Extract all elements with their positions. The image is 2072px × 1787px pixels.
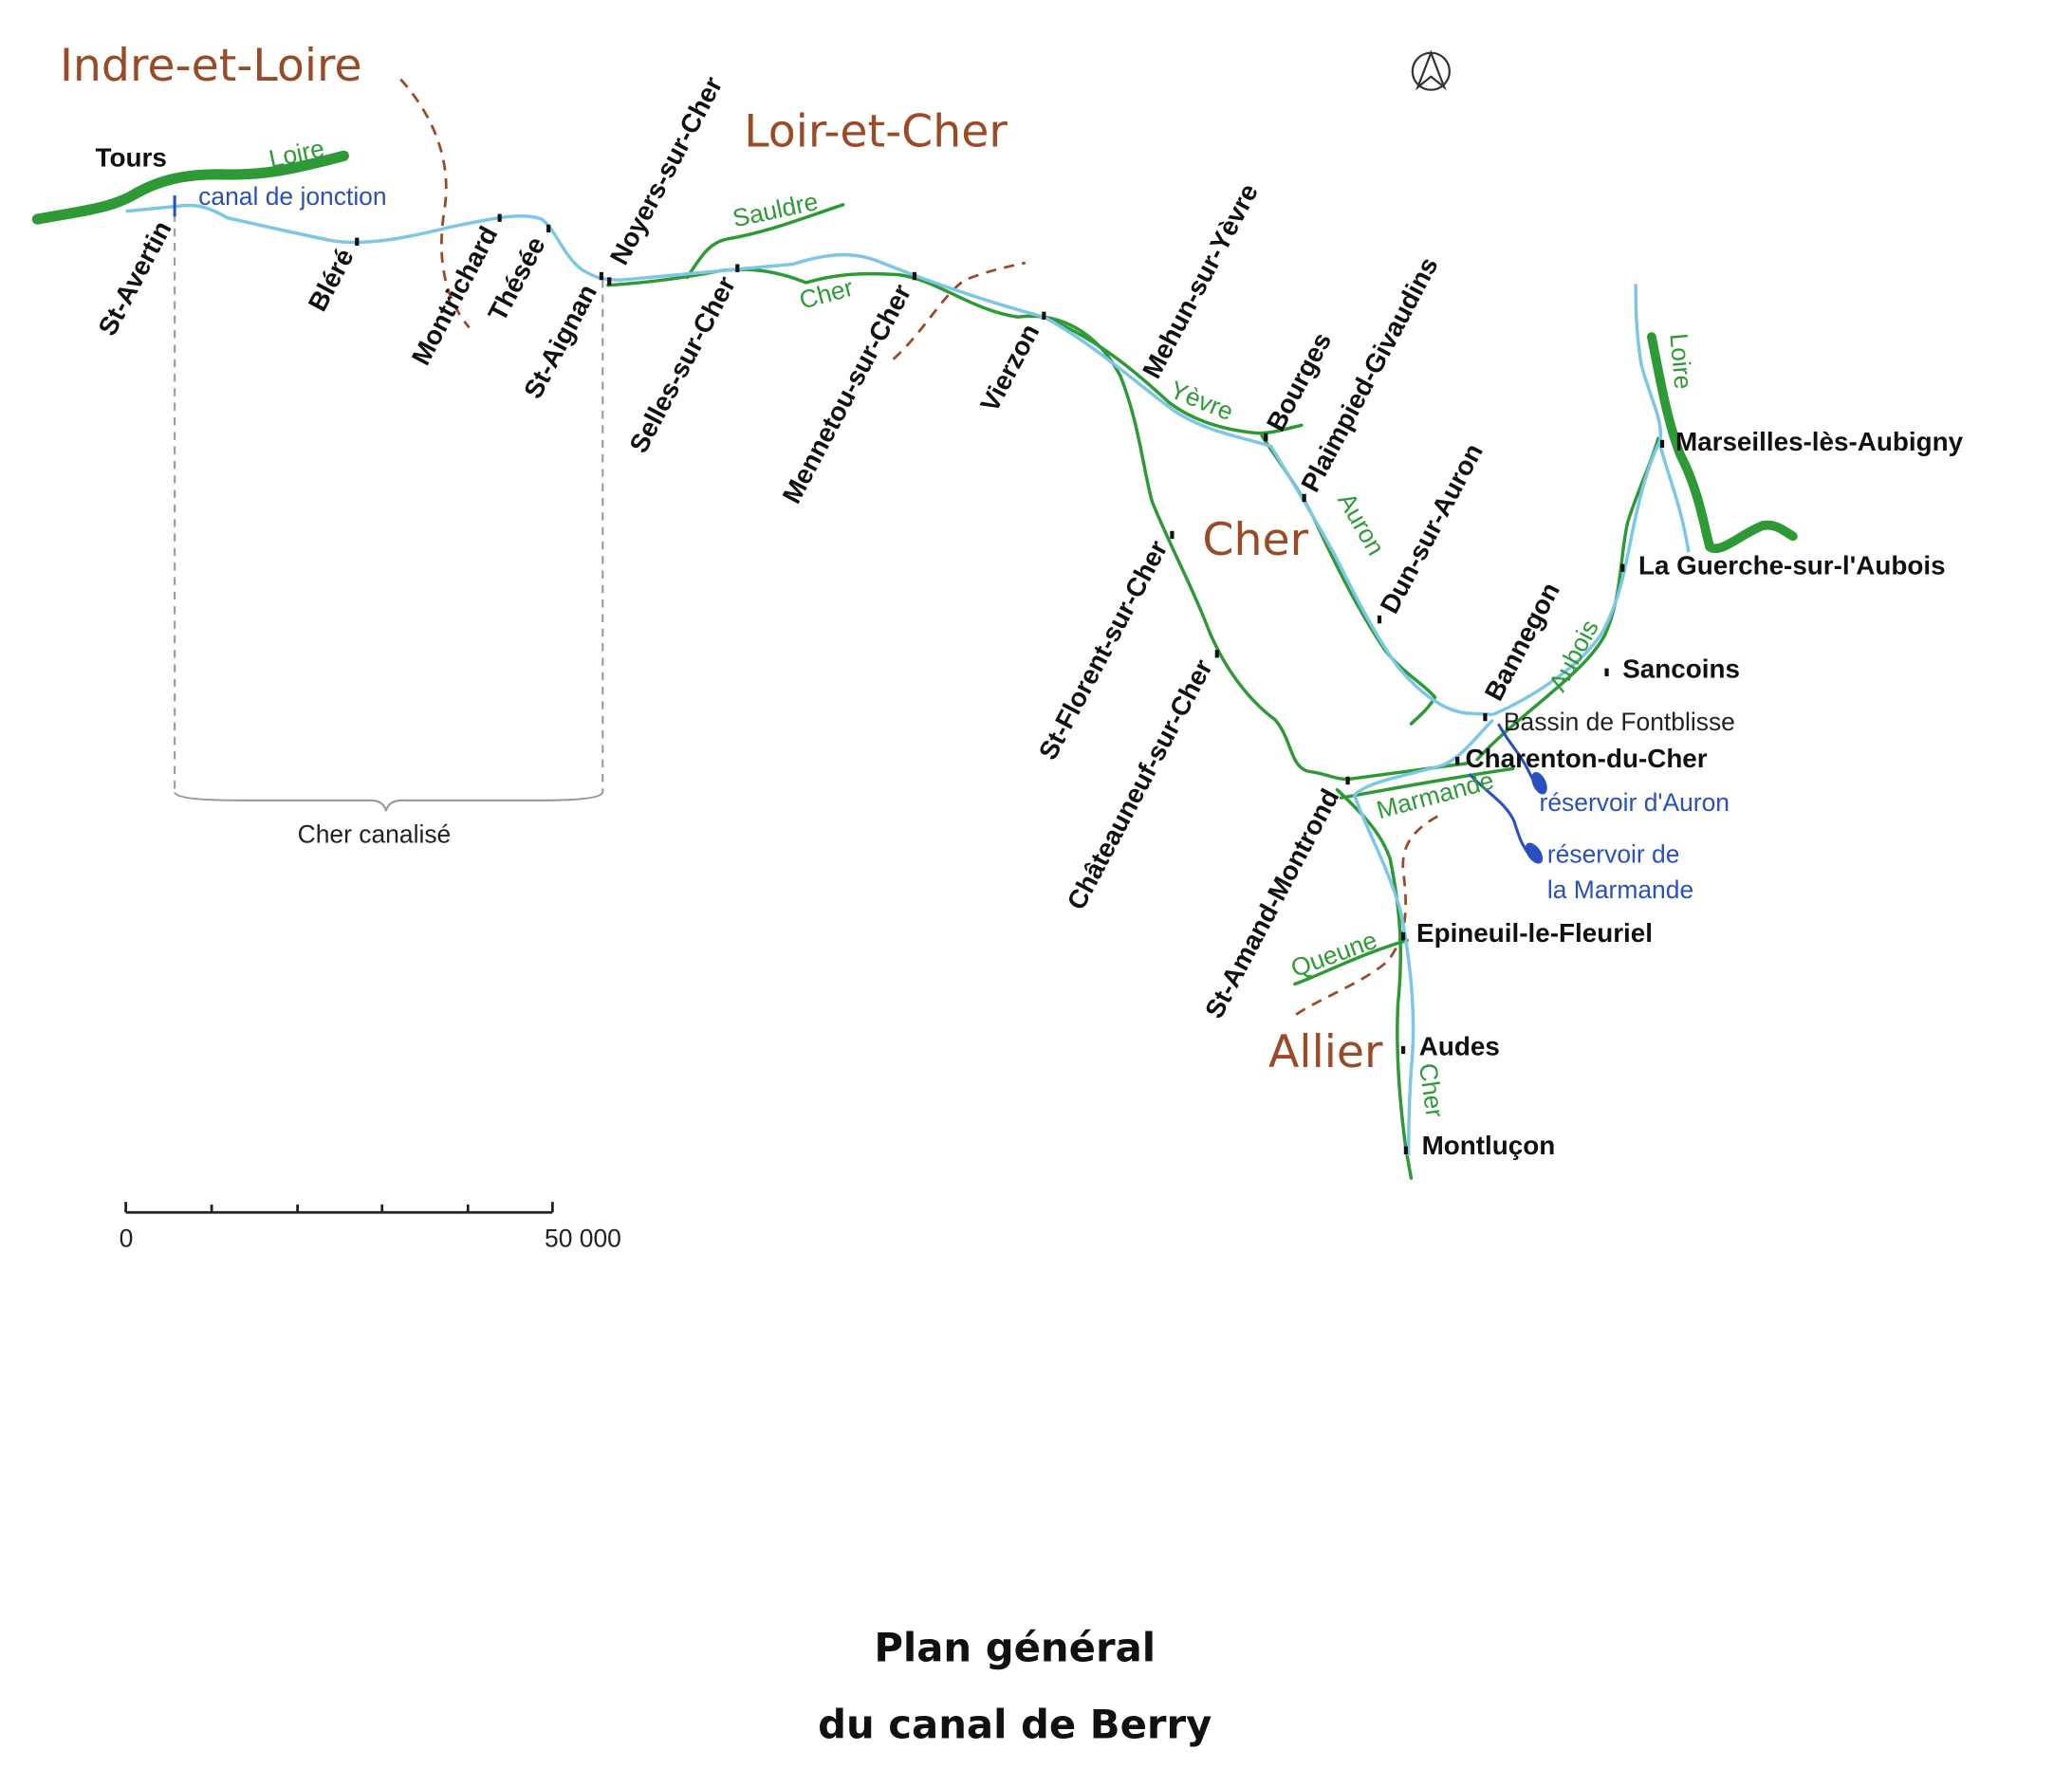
canal	[125, 203, 1691, 1156]
queune-river	[1293, 938, 1410, 986]
river-label-cher-south: Cher	[1414, 1061, 1450, 1119]
map-title-line-1: Plan général	[874, 1625, 1156, 1671]
town-ticks	[355, 213, 1665, 1155]
canal-south-branch	[1352, 718, 1495, 1156]
town-dun: Dun-sur-Auron	[1375, 438, 1489, 617]
river-label-cher-mid: Cher	[796, 273, 856, 315]
town-blere: Bléré	[303, 244, 360, 316]
town-montrichard: Montrichard	[406, 221, 504, 370]
town-vierzon: Vierzon	[974, 319, 1045, 416]
reservoir-marmande-label-1: réservoir de	[1547, 839, 1680, 868]
scale-end-label: 50 000	[545, 1224, 621, 1252]
loire-west-river	[31, 150, 349, 225]
canal-jonction-label: canal de jonction	[198, 182, 386, 211]
town-la-guerche: La Guerche-sur-l'Aubois	[1638, 551, 1946, 580]
cher-canalise-label: Cher canalisé	[298, 820, 452, 848]
map-title-line-2: du canal de Berry	[818, 1701, 1212, 1747]
canal-north-branch	[1492, 284, 1663, 716]
region-cher: Cher	[1202, 514, 1308, 566]
town-marseilles: Marseilles-lès-Aubigny	[1675, 427, 1964, 456]
bassin-fontblisse-label: Bassin de Fontblisse	[1504, 708, 1735, 736]
town-selles: Selles-sur-Cher	[623, 271, 741, 457]
boundary-loir-cher	[892, 261, 1027, 360]
region-loir-et-cher: Loir-et-Cher	[744, 106, 1008, 158]
rotated-town-labels: St-Avertin Bléré Montrichard Thésée St-A…	[92, 71, 1565, 1022]
reservoir-auron-label: réservoir d'Auron	[1540, 788, 1730, 817]
region-allier: Allier	[1268, 1026, 1383, 1078]
river-label-loire-east: Loire	[1664, 332, 1697, 390]
cher-south-river	[1335, 787, 1414, 1180]
town-st-avertin: St-Avertin	[92, 216, 176, 341]
town-epineuil: Epineuil-le-Fleuriel	[1416, 918, 1653, 948]
yevre-river	[1042, 315, 1304, 435]
cher-river	[606, 267, 1469, 782]
reservoir-marmande-label-2: la Marmande	[1547, 875, 1693, 904]
boundary-cher-allier	[1291, 815, 1438, 1019]
reservoir-auron-icon	[1531, 771, 1547, 795]
town-audes: Audes	[1419, 1032, 1500, 1061]
town-st-aignan: St-Aignan	[518, 280, 602, 404]
scale-start-label: 0	[120, 1224, 134, 1252]
river-label-queune: Queune	[1287, 926, 1381, 983]
canal-marseilles-link	[1657, 442, 1691, 553]
river-label-auron: Auron	[1332, 488, 1390, 560]
region-indre-et-loire: Indre-et-Loire	[60, 40, 362, 92]
marmande-river	[1339, 766, 1515, 800]
river-label-yevre: Yèvre	[1166, 375, 1237, 426]
town-mehun: Mehun-sur-Yèvre	[1137, 179, 1264, 383]
town-bourges: Bourges	[1261, 327, 1337, 435]
reservoir-feeders	[173, 195, 1540, 857]
town-sancoins: Sancoins	[1622, 654, 1740, 683]
town-noyers: Noyers-sur-Cher	[604, 71, 729, 269]
sauldre-river	[685, 203, 845, 280]
rivers	[31, 150, 1798, 1180]
town-montlucon: Montluçon	[1422, 1131, 1556, 1160]
river-label-aubois: Aubois	[1543, 615, 1603, 695]
cher-canalise-bracket	[174, 213, 604, 812]
canal-main	[125, 203, 1493, 717]
town-mennetou: Mennetou-sur-Cher	[777, 279, 917, 507]
scale-bar	[124, 1202, 554, 1214]
boundary-indre-loir	[399, 78, 471, 329]
town-tours: Tours	[96, 142, 167, 172]
reservoir-marmande-icon	[1525, 842, 1544, 864]
town-charenton: Charenton-du-Cher	[1466, 744, 1708, 773]
town-st-amand: St-Amand-Montrond	[1199, 784, 1345, 1023]
department-boundaries	[399, 78, 1438, 1019]
north-arrow-icon	[1411, 49, 1451, 91]
loire-east-river	[1647, 332, 1798, 554]
